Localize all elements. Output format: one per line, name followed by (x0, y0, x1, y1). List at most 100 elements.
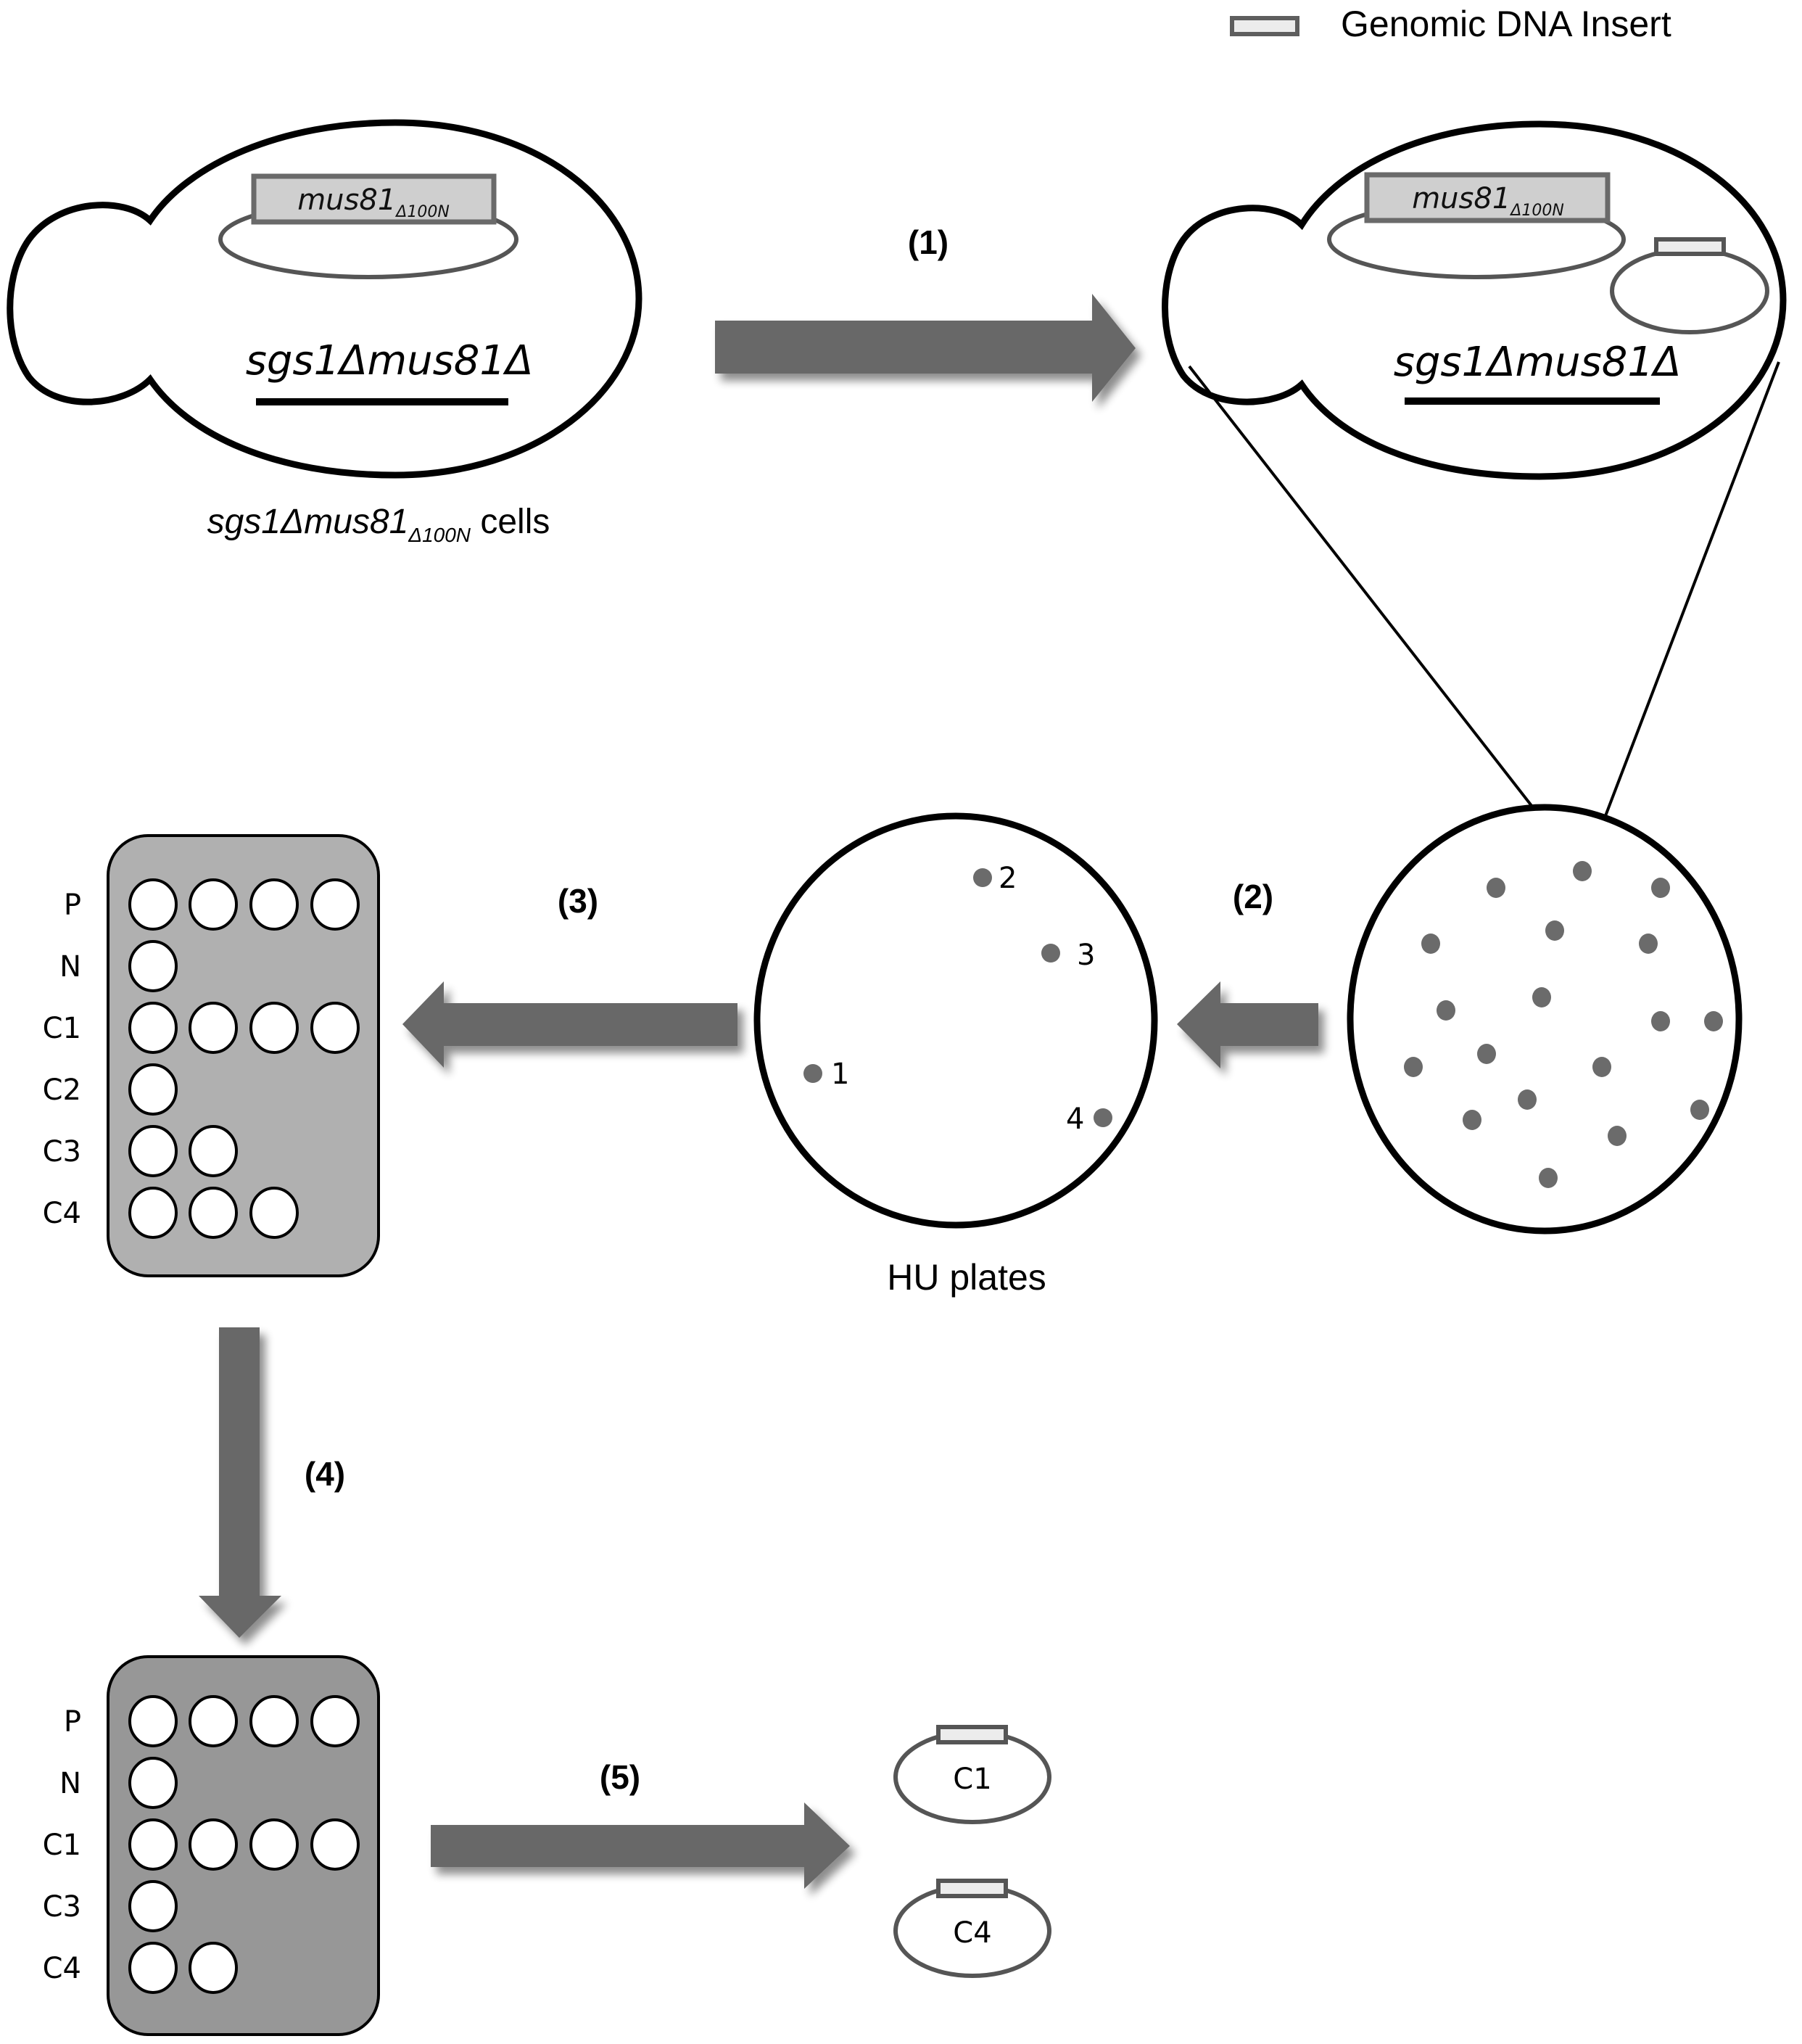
transformant-colony (1421, 934, 1440, 954)
well (128, 1125, 178, 1177)
hu-colony-label: 2 (999, 862, 1017, 895)
transformant-colony (1532, 987, 1551, 1007)
arrow-right-icon (431, 1802, 850, 1889)
row-label: C2 (43, 1073, 81, 1107)
step-3-label: (3) (558, 882, 598, 920)
row-label: P (64, 889, 81, 922)
cell-outline (1162, 120, 1787, 480)
zoom-line-right (1584, 361, 1780, 870)
well (189, 1942, 238, 1994)
hu-colony (1094, 1108, 1112, 1127)
plate-outline (753, 812, 1158, 1229)
plate-body (107, 1655, 380, 2036)
well (128, 1695, 178, 1747)
well (189, 1818, 238, 1871)
row-label: C1 (43, 1012, 81, 1045)
transformant-colony (1573, 861, 1592, 881)
plate-outline (1347, 804, 1743, 1235)
yeast-cell-start: mus81Δ100N sgs1Δmus81Δ (7, 119, 642, 479)
gene-box-label: mus81Δ100N (297, 184, 450, 221)
well (249, 878, 299, 931)
row-label: N (59, 950, 81, 984)
arrow-left-icon (402, 981, 737, 1068)
hu-plate: 1 2 3 4 HU plates (753, 812, 1158, 1298)
well (249, 1818, 299, 1871)
hu-colony-label: 3 (1077, 939, 1095, 972)
transformant-colony (1608, 1126, 1627, 1146)
well (128, 1002, 178, 1054)
transformant-colony (1437, 1000, 1455, 1021)
step-4-label: (4) (305, 1455, 345, 1493)
genomic-dna-insert-icon (1230, 16, 1299, 36)
hu-colony (973, 868, 992, 887)
legend: Genomic DNA Insert (1230, 4, 1671, 44)
well (310, 878, 360, 931)
transformant-colony (1487, 878, 1505, 898)
well (249, 1187, 299, 1239)
transformant-colony (1539, 1168, 1558, 1188)
genomic-dna-insert (936, 1879, 1008, 1898)
well (249, 1002, 299, 1054)
well (249, 1695, 299, 1747)
row-label: C3 (43, 1135, 81, 1169)
gene-box (1364, 172, 1611, 223)
transformant-colony (1704, 1011, 1723, 1031)
transformant-colony (1545, 920, 1564, 941)
legend-label: Genomic DNA Insert (1341, 4, 1671, 44)
genotype-underline (1405, 397, 1660, 405)
arrow-right-icon (715, 294, 1136, 402)
row-label: N (59, 1767, 81, 1800)
row-label: C4 (43, 1197, 81, 1230)
recovered-plasmid-c1: C1 (893, 1725, 1051, 1824)
transformant-colony (1477, 1044, 1496, 1064)
arrow-left-icon (1177, 981, 1318, 1068)
row-label: C3 (43, 1890, 81, 1924)
step-5-label: (5) (600, 1758, 640, 1796)
well (128, 878, 178, 931)
transformant-colony (1518, 1089, 1537, 1110)
transformant-colony (1651, 1011, 1670, 1031)
zoom-line-left (1188, 365, 1582, 870)
start-cells-caption: sgs1Δmus81Δ100N cells (207, 503, 550, 546)
well (128, 940, 178, 992)
genomic-dna-insert (936, 1725, 1008, 1744)
yeast-cell-transformed: mus81Δ100N sgs1Δmus81Δ (1162, 120, 1787, 480)
transformant-colony (1592, 1057, 1611, 1077)
plasmid-label: C4 (953, 1916, 991, 1950)
step-2-label: (2) (1233, 878, 1273, 915)
row-label: C4 (43, 1952, 81, 1985)
transformant-plate (1347, 804, 1743, 1235)
row-label: C1 (43, 1829, 81, 1862)
well (189, 1695, 238, 1747)
hu-colony-label: 4 (1066, 1103, 1084, 1136)
hu-colony-label: 1 (831, 1058, 849, 1091)
well (310, 1002, 360, 1054)
transformant-colony (1651, 878, 1670, 898)
plate-body (107, 834, 380, 1277)
row-label: P (64, 1705, 81, 1739)
genotype-underline (256, 398, 508, 405)
well (189, 1002, 238, 1054)
well (128, 1818, 178, 1871)
well (128, 1063, 178, 1116)
step-1-label: (1) (908, 223, 948, 261)
well (128, 1942, 178, 1994)
hu-colony (1041, 944, 1060, 963)
well (128, 1187, 178, 1239)
well (128, 1757, 178, 1809)
well (128, 1880, 178, 1932)
transformant-colony (1404, 1057, 1423, 1077)
arrow-down-icon (199, 1327, 281, 1638)
gene-box (251, 173, 497, 225)
plasmid-label: C1 (953, 1763, 991, 1796)
transformant-colony (1639, 934, 1658, 954)
genotype-label: sgs1Δmus81Δ (1394, 339, 1682, 386)
transformant-colony (1463, 1110, 1481, 1130)
well (310, 1818, 360, 1871)
well (189, 1125, 238, 1177)
genotype-label: sgs1Δmus81Δ (246, 337, 534, 384)
gene-box-label: mus81Δ100N (1412, 182, 1564, 220)
